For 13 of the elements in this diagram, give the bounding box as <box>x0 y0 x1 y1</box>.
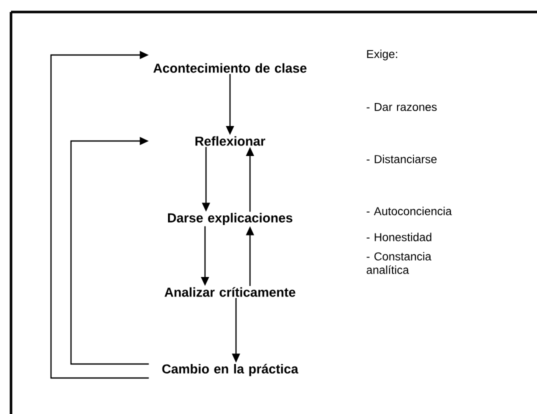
requirement-text: - Constancia analítica <box>366 252 432 274</box>
requirement-text: - Distanciarse <box>366 154 437 164</box>
requirement-text: - Dar razones <box>366 103 437 111</box>
requirement-text: - Autoconciencia <box>366 206 452 216</box>
step-text: Acontecimiento de clase <box>153 63 306 73</box>
requirement-text: Exige: <box>367 50 398 60</box>
arrow <box>50 50 149 379</box>
requirement-text: - Honestidad <box>366 232 432 242</box>
step-text: Cambio en la práctica <box>162 364 298 376</box>
step-text: Darse explicaciones <box>168 212 292 226</box>
step-text: Analizar críticamente <box>164 287 296 297</box>
step-text: Reflexionar <box>195 136 266 146</box>
arrow <box>70 136 149 365</box>
